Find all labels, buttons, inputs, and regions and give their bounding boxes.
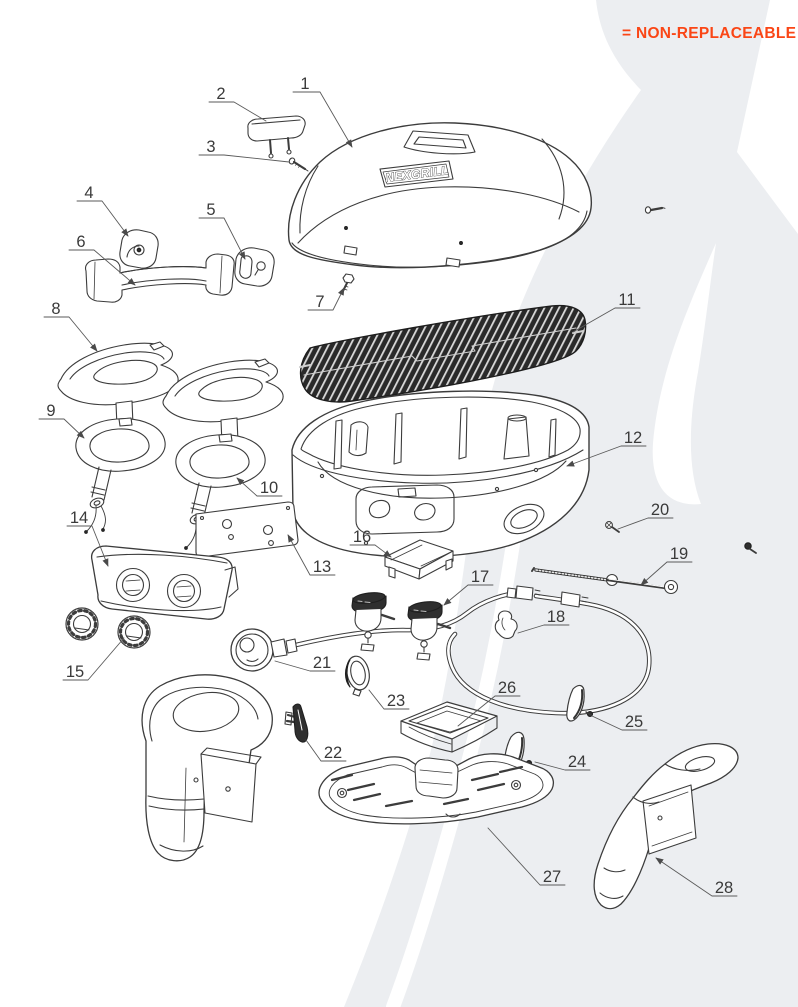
part-13-mounting-plate bbox=[195, 501, 299, 558]
callout-2: 2 bbox=[208, 85, 267, 122]
part-number: 19 bbox=[670, 545, 688, 563]
part-21-regulator-hose bbox=[230, 585, 652, 716]
callout-28: 28 bbox=[655, 857, 738, 897]
part-22-igniter-bracket bbox=[284, 703, 309, 743]
part-number: 28 bbox=[715, 879, 733, 897]
part-number: 14 bbox=[70, 509, 88, 527]
part-number: 26 bbox=[498, 679, 516, 697]
callout-14: 14 bbox=[66, 509, 109, 567]
part-9-burner bbox=[75, 417, 166, 534]
part-8-heat-plate bbox=[57, 341, 179, 428]
part-number: 7 bbox=[315, 293, 324, 311]
part-number: 5 bbox=[206, 201, 215, 219]
loose-screw-icon bbox=[744, 542, 757, 554]
part-number: 23 bbox=[387, 692, 405, 710]
callout-12: 12 bbox=[566, 429, 647, 467]
callout-7: 7 bbox=[307, 287, 345, 311]
callout-9: 9 bbox=[38, 402, 85, 439]
part-number: 8 bbox=[51, 300, 60, 318]
part-number: 9 bbox=[46, 402, 55, 420]
callout-22: 22 bbox=[305, 739, 347, 762]
callout-21: 21 bbox=[274, 654, 336, 672]
part-number: 22 bbox=[324, 744, 342, 762]
part-25-latch bbox=[566, 684, 594, 722]
part-number: 27 bbox=[543, 868, 561, 886]
part-number: 15 bbox=[66, 663, 84, 681]
part-26-grease-tray bbox=[400, 701, 498, 753]
callout-17: 17 bbox=[443, 568, 494, 606]
hose-fittings bbox=[506, 585, 589, 608]
part-number: 18 bbox=[547, 608, 565, 626]
part-5-igniter-cap bbox=[234, 247, 275, 287]
part-2-lid-handle bbox=[247, 115, 306, 159]
lid-handle-slot bbox=[403, 130, 476, 155]
part-left-leg bbox=[141, 674, 273, 862]
part-4-handle-end-cap bbox=[119, 229, 159, 269]
burner-venturi bbox=[91, 466, 112, 501]
part-17-valve bbox=[351, 592, 396, 652]
part-number: 20 bbox=[651, 501, 669, 519]
regulator bbox=[230, 628, 298, 672]
loose-screw-icon bbox=[644, 206, 666, 214]
part-18-clip bbox=[494, 610, 518, 639]
callout-1: 1 bbox=[292, 75, 353, 148]
part-19-rod bbox=[531, 567, 679, 595]
lid-logo-plate: NEXGRILL bbox=[379, 160, 454, 188]
callout-11: 11 bbox=[572, 291, 641, 333]
part-number: 13 bbox=[313, 558, 331, 576]
callout-19: 19 bbox=[640, 545, 693, 586]
callouts: 1 2 3 4 5 6 7 8 9 10 11 12 13 14 15 16 1… bbox=[38, 75, 738, 897]
part-15-control-knob bbox=[65, 607, 99, 641]
callout-18: 18 bbox=[517, 608, 570, 634]
part-number: 24 bbox=[568, 753, 586, 771]
part-11-cooking-grate bbox=[299, 304, 587, 403]
callout-27: 27 bbox=[487, 827, 566, 886]
part-28-right-leg bbox=[593, 742, 739, 910]
part-20-screw bbox=[605, 521, 620, 533]
part-number: 6 bbox=[76, 233, 85, 251]
part-12-firebox bbox=[291, 390, 590, 558]
part-16-heat-shield-bracket bbox=[384, 539, 454, 580]
legend-text: = NON-REPLACEABLE bbox=[622, 25, 796, 42]
legend: = NON-REPLACEABLE bbox=[622, 25, 796, 42]
part-number: 10 bbox=[260, 479, 278, 497]
callout-3: 3 bbox=[198, 138, 290, 163]
callout-5: 5 bbox=[198, 201, 246, 260]
part-number: 1 bbox=[300, 75, 309, 93]
part-23-cover bbox=[344, 655, 370, 697]
part-number: 2 bbox=[216, 85, 225, 103]
callout-16: 16 bbox=[349, 528, 392, 558]
callout-25: 25 bbox=[591, 713, 648, 731]
part-number: 12 bbox=[624, 429, 642, 447]
callout-23: 23 bbox=[368, 689, 410, 710]
part-number: 11 bbox=[618, 291, 635, 309]
part-number: 3 bbox=[206, 138, 215, 156]
part-number: 4 bbox=[84, 184, 93, 202]
part-3-screw bbox=[288, 157, 309, 172]
part-1-lid: NEXGRILL bbox=[287, 122, 593, 269]
part-14-control-panel bbox=[90, 545, 239, 620]
part-15-control-knob bbox=[116, 614, 152, 650]
callout-20: 20 bbox=[617, 501, 674, 530]
part-7-bolt bbox=[342, 273, 355, 292]
callout-6: 6 bbox=[68, 233, 136, 286]
part-6-handle-bar bbox=[85, 253, 235, 303]
callout-15: 15 bbox=[62, 637, 125, 681]
part-8-heat-plate bbox=[162, 358, 284, 445]
part-number: 17 bbox=[471, 568, 489, 586]
part-17-valve bbox=[406, 598, 452, 662]
callout-24: 24 bbox=[534, 753, 591, 771]
part-27-bottom-tray bbox=[318, 753, 554, 825]
part-number: 21 bbox=[313, 654, 331, 672]
part-number: 25 bbox=[625, 713, 643, 731]
callout-26: 26 bbox=[457, 679, 521, 727]
part-number: 16 bbox=[353, 528, 371, 546]
callout-10: 10 bbox=[236, 477, 283, 497]
callout-13: 13 bbox=[287, 534, 336, 576]
callout-4: 4 bbox=[76, 184, 129, 237]
callout-8: 8 bbox=[43, 300, 98, 352]
